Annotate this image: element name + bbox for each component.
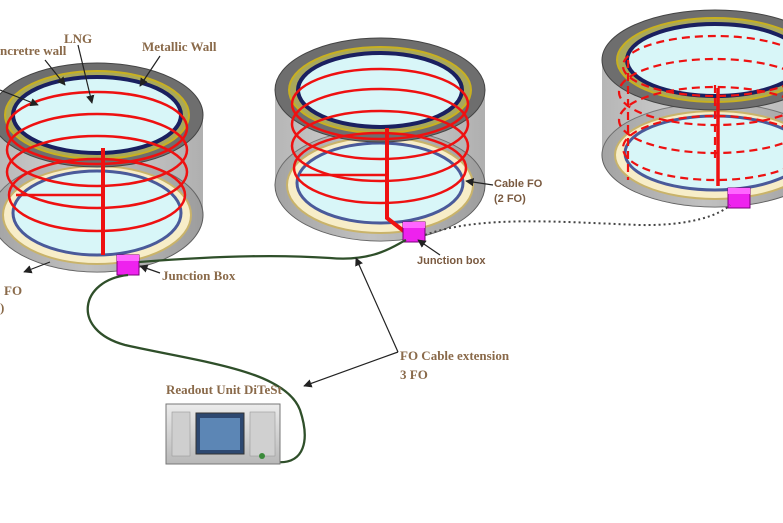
label-arrows (0, 44, 494, 388)
concrete-wall-label: ncretre wall (0, 43, 67, 58)
tank-middle (274, 37, 486, 243)
readout-unit-device (165, 403, 281, 465)
junction-box-left-label: Junction Box (162, 268, 236, 283)
cable-fo-left-label-2: ) (0, 300, 5, 315)
fo-cable-extension-count-label: 3 FO (400, 367, 428, 382)
tank-right (601, 9, 783, 209)
readout-unit-label: Readout Unit DiTeSt (166, 382, 282, 397)
cable-fo-mid-label-2: (2 FO) (494, 193, 526, 205)
tank-left (0, 62, 204, 276)
junction-box-mid-label: Junction box (417, 255, 486, 267)
fo-cable-extension-label: FO Cable extension (400, 348, 510, 363)
fo-cables (86, 204, 731, 464)
lng-label: LNG (64, 31, 93, 46)
cable-fo-left-label-1: FO (4, 283, 23, 298)
cable-fo-mid-label-1: Cable FO (494, 178, 543, 190)
metallic-wall-label: Metallic Wall (142, 39, 217, 54)
